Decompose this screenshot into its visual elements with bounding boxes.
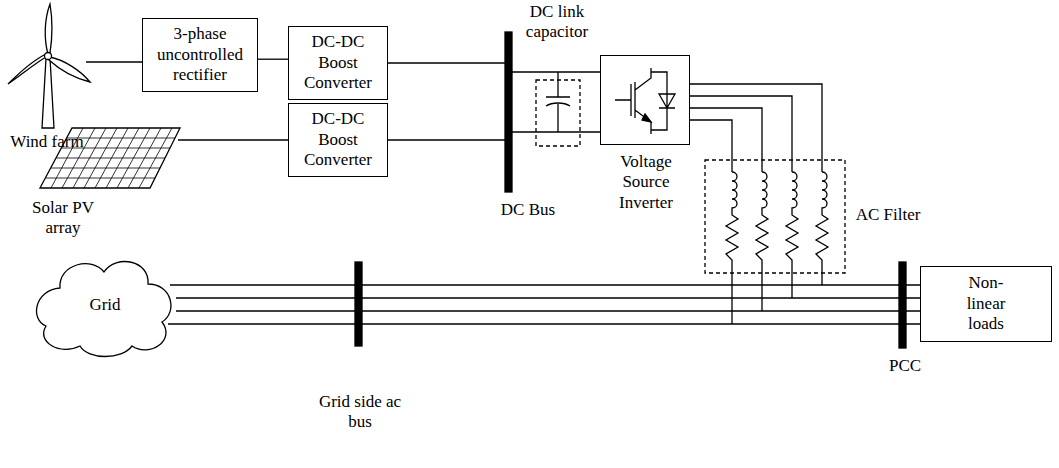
part-label: AC Filter [848, 205, 928, 225]
load-wires [906, 285, 920, 324]
dc-bus-bar [505, 32, 512, 192]
dashed-enclosure [705, 160, 845, 273]
wire [512, 131, 600, 132]
inductor-resistor [756, 172, 768, 262]
wire [731, 262, 732, 324]
part-label: Wind farm [2, 132, 92, 152]
component-box: Non-linear loads [920, 266, 1052, 342]
wire [791, 262, 792, 298]
node-text: DC-DC Boost Converter [297, 32, 379, 93]
wire [690, 108, 762, 172]
wire [512, 71, 600, 72]
inductor-resistor [726, 172, 738, 262]
wire [388, 62, 505, 63]
grid-cloud: Grid [30, 250, 180, 360]
three-phase-lines [168, 285, 899, 324]
component-box: DC-DC Boost Converter [288, 103, 388, 176]
component-box: Voltage Source Inverter [600, 55, 690, 145]
wire [761, 262, 762, 311]
node-text: Voltage Source Inverter [606, 152, 686, 213]
filter-elements [726, 172, 828, 262]
wire [821, 262, 822, 285]
grid-bus-bar [355, 262, 362, 346]
node-text: 3-phase uncontrolled rectifier [150, 24, 250, 85]
igbt-symbol [601, 56, 689, 144]
wind-turbine [8, 4, 90, 128]
component-box: DC-DC Boost Converter [288, 26, 388, 99]
part-label: DC Bus [488, 200, 568, 220]
part-label: DC link capacitor [512, 2, 602, 43]
node-text: Grid [65, 295, 145, 315]
inductor-resistor [786, 172, 798, 262]
wire [178, 139, 288, 140]
wire [388, 139, 505, 140]
part-label: Grid side ac bus [308, 392, 412, 433]
pcc-bar [899, 262, 906, 348]
wire [690, 84, 822, 172]
wire [86, 61, 142, 62]
node-text: DC-DC Boost Converter [297, 109, 379, 170]
wire [690, 120, 732, 172]
part-label: PCC [878, 356, 932, 376]
inductor-resistor [816, 172, 828, 262]
node-text: Non-linear loads [960, 273, 1012, 334]
connector [258, 59, 288, 60]
part-label: Solar PV array [18, 198, 108, 239]
capacitor-symbol [546, 72, 570, 132]
component-box: 3-phase uncontrolled rectifier [142, 18, 258, 92]
